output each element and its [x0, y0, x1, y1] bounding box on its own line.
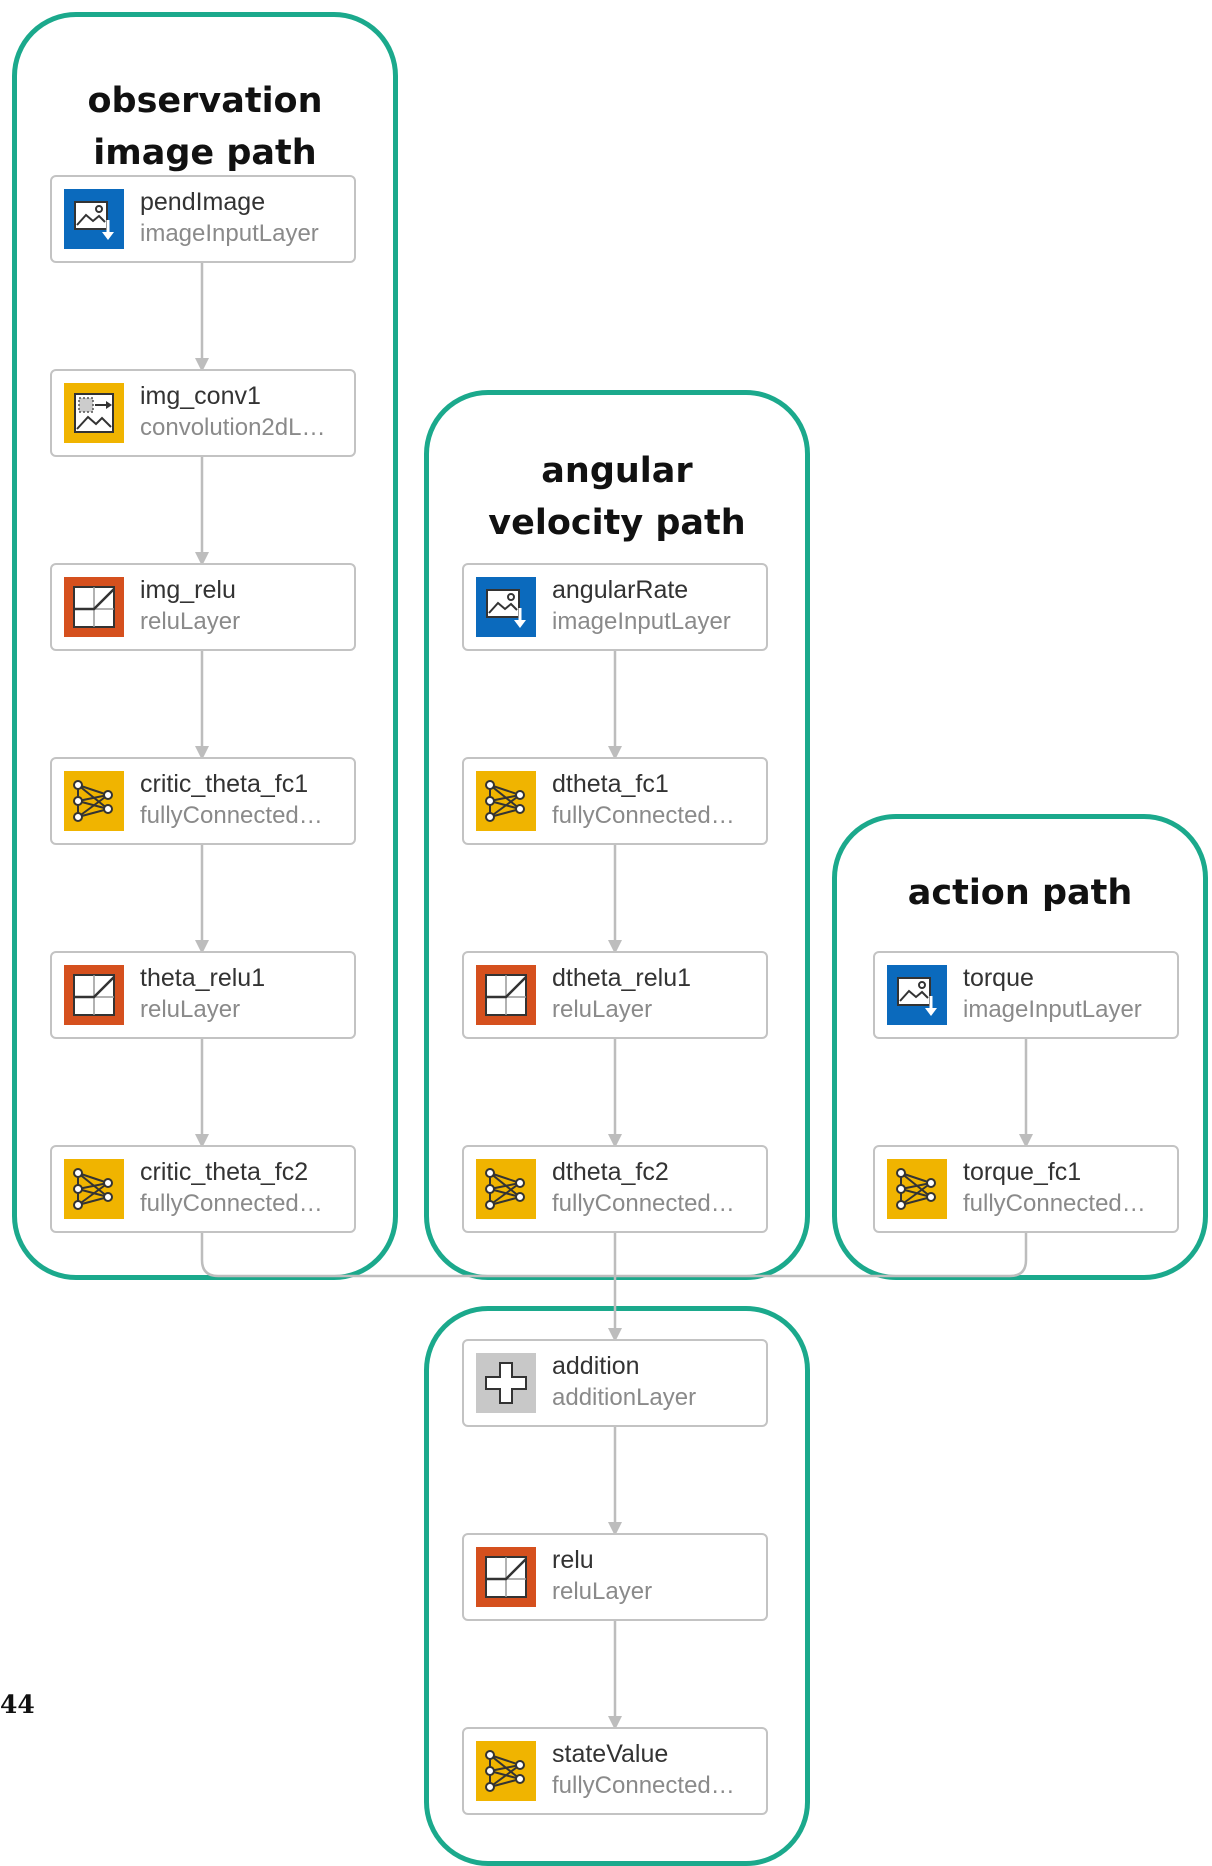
group-title-observation-line1: observation: [87, 81, 323, 121]
layer-img-relu[interactable]: img_relu reluLayer: [50, 563, 356, 651]
layer-type: fullyConnected…: [140, 802, 323, 829]
relu-icon: [64, 577, 124, 637]
group-title-angular-line1: angular: [541, 451, 693, 491]
arrowhead: [195, 940, 209, 954]
layer-type: fullyConnected…: [552, 802, 735, 829]
layer-type: reluLayer: [552, 1578, 653, 1605]
fully-connected-icon: [64, 1159, 124, 1219]
arrowhead: [608, 1134, 622, 1148]
layer-critic-theta-fc2[interactable]: critic_theta_fc2 fullyConnected…: [50, 1145, 356, 1233]
layer-dtheta-fc1[interactable]: dtheta_fc1 fullyConnected…: [462, 757, 768, 845]
layer-name: dtheta_relu1: [552, 964, 692, 992]
relu-icon: [64, 965, 124, 1025]
layer-type: reluLayer: [552, 996, 653, 1023]
layer-type: reluLayer: [140, 608, 241, 635]
group-title-observation-line2: image path: [93, 133, 317, 173]
arrowhead: [195, 1134, 209, 1148]
arrowhead: [608, 1716, 622, 1730]
layer-pendImage[interactable]: pendImage imageInputLayer: [50, 175, 356, 263]
image-input-icon: [476, 577, 536, 637]
layer-type: fullyConnected…: [963, 1190, 1146, 1217]
addition-icon: [476, 1353, 536, 1413]
layer-img-conv1[interactable]: img_conv1 convolution2dL…: [50, 369, 356, 457]
layer-type: imageInputLayer: [552, 608, 731, 635]
layer-name: dtheta_fc2: [552, 1158, 669, 1186]
layer-type: fullyConnected…: [552, 1772, 735, 1799]
layer-angularRate[interactable]: angularRate imageInputLayer: [462, 563, 768, 651]
edge-merge-right: [615, 1232, 1028, 1278]
arrowhead: [608, 940, 622, 954]
relu-icon: [476, 965, 536, 1025]
arrowhead: [195, 358, 209, 372]
arrowhead: [195, 746, 209, 760]
group-title-action: action path: [907, 873, 1133, 913]
layer-name: img_conv1: [140, 382, 261, 410]
layer-type: additionLayer: [552, 1384, 697, 1411]
arrowhead: [195, 552, 209, 566]
edges-layer: [195, 262, 1033, 1730]
layer-name: img_relu: [140, 576, 236, 604]
layer-critic-theta-fc1[interactable]: critic_theta_fc1 fullyConnected…: [50, 757, 356, 845]
layer-addition[interactable]: addition additionLayer: [462, 1339, 768, 1427]
arrowhead: [608, 746, 622, 760]
image-input-icon: [64, 189, 124, 249]
edge-merge-left: [200, 1232, 615, 1278]
layer-name: pendImage: [140, 188, 266, 216]
layer-type: imageInputLayer: [963, 996, 1142, 1023]
layer-type: convolution2dL…: [140, 414, 326, 441]
layer-type: fullyConnected…: [552, 1190, 735, 1217]
fully-connected-icon: [476, 771, 536, 831]
layer-name: relu: [552, 1546, 594, 1574]
layer-name: critic_theta_fc1: [140, 770, 309, 798]
image-input-icon: [887, 965, 947, 1025]
fully-connected-icon: [64, 771, 124, 831]
convolution-icon: [64, 383, 124, 443]
layer-dtheta-fc2[interactable]: dtheta_fc2 fullyConnected…: [462, 1145, 768, 1233]
layer-relu[interactable]: relu reluLayer: [462, 1533, 768, 1621]
page-number: 44: [0, 1690, 35, 1719]
arrowhead: [608, 1522, 622, 1536]
layer-name: torque_fc1: [963, 1158, 1082, 1186]
layer-name: stateValue: [552, 1740, 669, 1768]
layer-name: torque: [963, 964, 1034, 992]
layer-torque-fc1[interactable]: torque_fc1 fullyConnected…: [873, 1145, 1179, 1233]
layer-stateValue[interactable]: stateValue fullyConnected…: [462, 1727, 768, 1815]
layer-type: fullyConnected…: [140, 1190, 323, 1217]
layer-type: imageInputLayer: [140, 220, 319, 247]
group-title-angular-line2: velocity path: [488, 503, 746, 543]
layer-name: dtheta_fc1: [552, 770, 669, 798]
layer-name: addition: [552, 1352, 640, 1380]
fully-connected-icon: [476, 1159, 536, 1219]
layer-theta-relu1[interactable]: theta_relu1 reluLayer: [50, 951, 356, 1039]
layer-name: theta_relu1: [140, 964, 266, 992]
arrowhead: [1019, 1134, 1033, 1148]
layer-type: reluLayer: [140, 996, 241, 1023]
fully-connected-icon: [476, 1741, 536, 1801]
layer-name: angularRate: [552, 576, 689, 604]
fully-connected-icon: [887, 1159, 947, 1219]
layer-torque[interactable]: torque imageInputLayer: [873, 951, 1179, 1039]
relu-icon: [476, 1547, 536, 1607]
layer-dtheta-relu1[interactable]: dtheta_relu1 reluLayer: [462, 951, 768, 1039]
arrowhead: [608, 1328, 622, 1342]
layer-name: critic_theta_fc2: [140, 1158, 309, 1186]
